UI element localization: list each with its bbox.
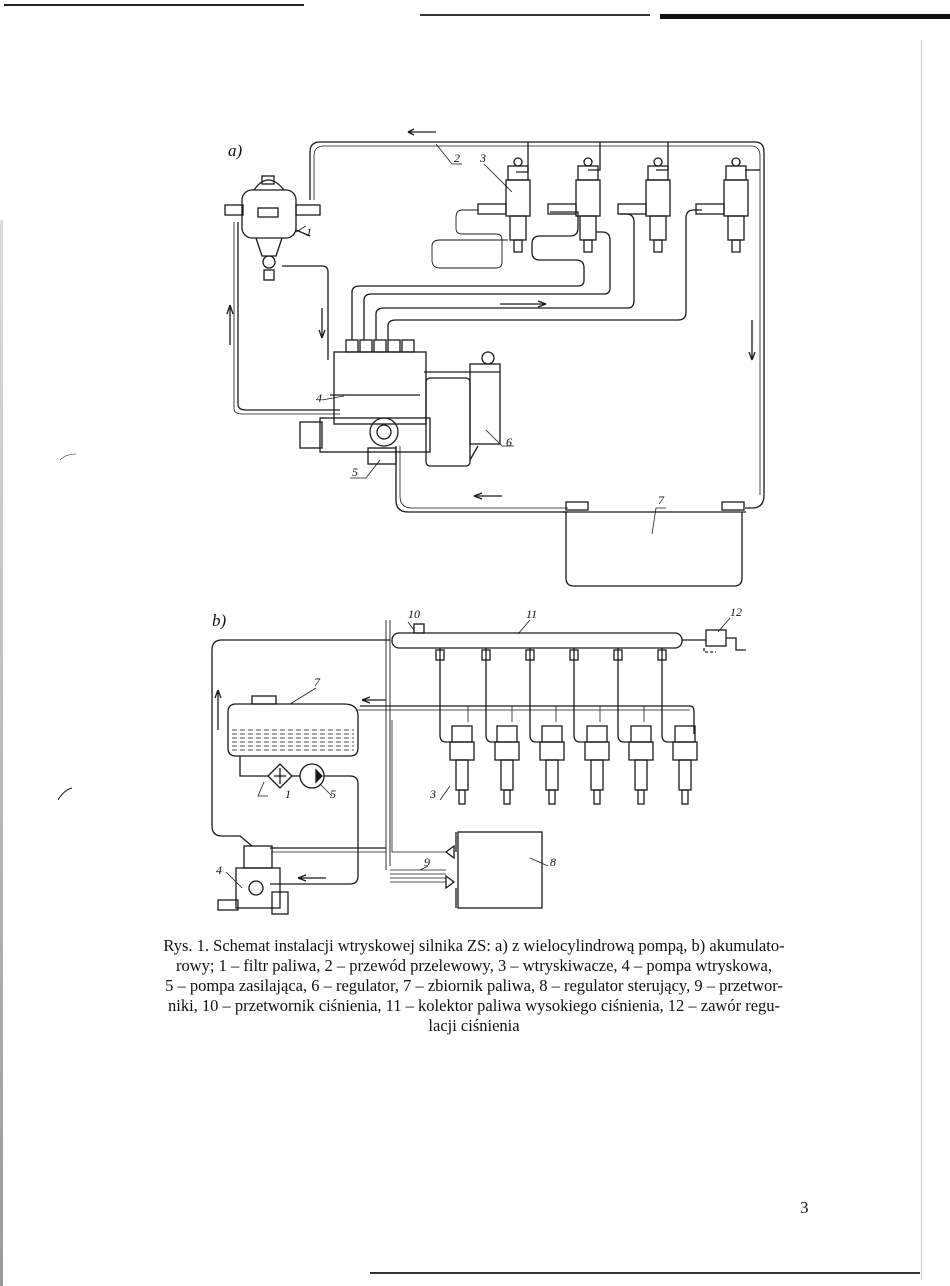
scan-edge-right [921, 40, 922, 1280]
fuel-system-diagram: a) [57, 128, 765, 915]
injectors-b [449, 725, 698, 805]
caption-line-3: 5 – pompa zasilająca, 6 – regulator, 7 –… [165, 976, 783, 995]
callout-a-5: 5 [352, 465, 358, 479]
callout-a-4: 4 [316, 391, 322, 405]
sensor-lines [390, 720, 446, 883]
callout-b-1: 1 [285, 787, 291, 801]
fuel-filter-b [267, 763, 293, 789]
callout-b-5: 5 [330, 787, 336, 801]
callout-b-10: 10 [408, 607, 420, 621]
high-pressure-pump [217, 845, 386, 915]
callout-a-6: 6 [506, 435, 512, 449]
fuel-tank-a [562, 501, 746, 587]
scan-mark [59, 453, 77, 461]
scan-edge-top-left [4, 4, 304, 6]
scan-mark [57, 787, 73, 801]
callout-b-7: 7 [314, 675, 321, 689]
figure-caption: Rys. 1. Schemat instalacji wtryskowej si… [120, 936, 828, 1036]
regulator [425, 351, 501, 467]
caption-line-2: rowy; 1 – filtr paliwa, 2 – przewód prze… [176, 956, 772, 975]
callout-a-3: 3 [479, 151, 486, 165]
scan-edge-bottom [370, 1272, 920, 1274]
callout-a-7: 7 [658, 493, 665, 507]
scan-edge-left [0, 220, 3, 1286]
callout-a-1: 1 [306, 225, 312, 239]
callout-b-12: 12 [730, 605, 742, 619]
scan-edge-top-mid [420, 14, 650, 16]
part-b-label: b) [212, 611, 227, 630]
fuel-filter [224, 175, 321, 281]
callout-b-11: 11 [526, 607, 537, 621]
callout-b-4: 4 [216, 863, 222, 877]
caption-line-4: niki, 10 – przetwornik ciśnienia, 11 – k… [167, 996, 781, 1015]
overflow-line [309, 141, 765, 509]
callout-a-2: 2 [454, 151, 460, 165]
fuel-tank-b [227, 695, 359, 757]
diagram-b: b) [211, 605, 746, 915]
rail-to-injector-lines [435, 648, 674, 743]
callout-b-9: 9 [424, 855, 430, 869]
callout-b-8: 8 [550, 855, 556, 869]
callout-b-3: 3 [429, 787, 436, 801]
page-number: 3 [800, 1198, 809, 1217]
common-rail [391, 623, 746, 653]
control-unit [444, 831, 543, 909]
injectors-a [477, 157, 749, 253]
diagram-a: a) [224, 128, 765, 587]
caption-line-5: lacji ciśnienia [428, 1016, 520, 1035]
caption-line-1: Rys. 1. Schemat instalacji wtryskowej si… [163, 936, 785, 955]
scan-edge-top-right [660, 14, 950, 19]
part-a-label: a) [228, 141, 243, 160]
